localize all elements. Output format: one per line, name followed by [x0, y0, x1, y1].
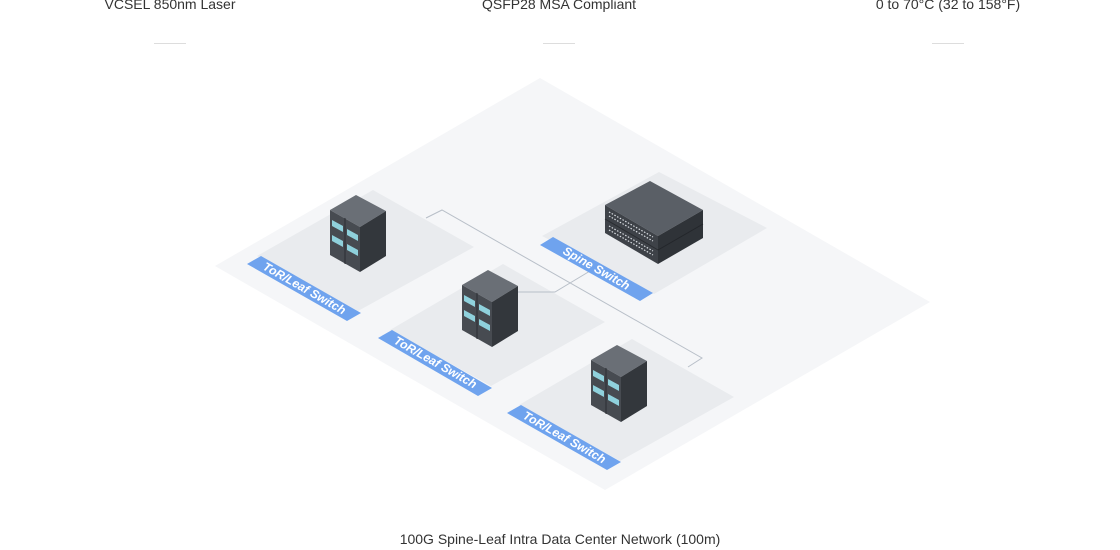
feature-temperature-label: 0 to 70°C (32 to 158°F): [875, 0, 1021, 12]
spine-switch-icon: [604, 181, 704, 264]
link-spine-leaf2: [510, 270, 591, 293]
link-leaf1-leaf3: [425, 209, 703, 368]
feature-divider: [932, 43, 964, 44]
feature-vcsel-label: VCSEL 850nm Laser: [104, 0, 236, 12]
feature-vcsel: VCSEL 850nm Laser: [20, 0, 320, 44]
server-rack-icon: [330, 195, 386, 272]
feature-qsfp28-label: QSFP28 MSA Compliant: [481, 0, 637, 12]
diagram-caption: 100G Spine-Leaf Intra Data Center Networ…: [399, 531, 721, 547]
server-rack-icon: [462, 270, 518, 347]
feature-qsfp28: QSFP28 MSA Compliant: [409, 0, 709, 44]
feature-divider: [154, 43, 186, 44]
feature-temperature: 0 to 70°C (32 to 158°F): [798, 0, 1098, 44]
feature-divider: [543, 43, 575, 44]
network-links: [425, 209, 703, 368]
server-rack-icon: [591, 345, 647, 422]
